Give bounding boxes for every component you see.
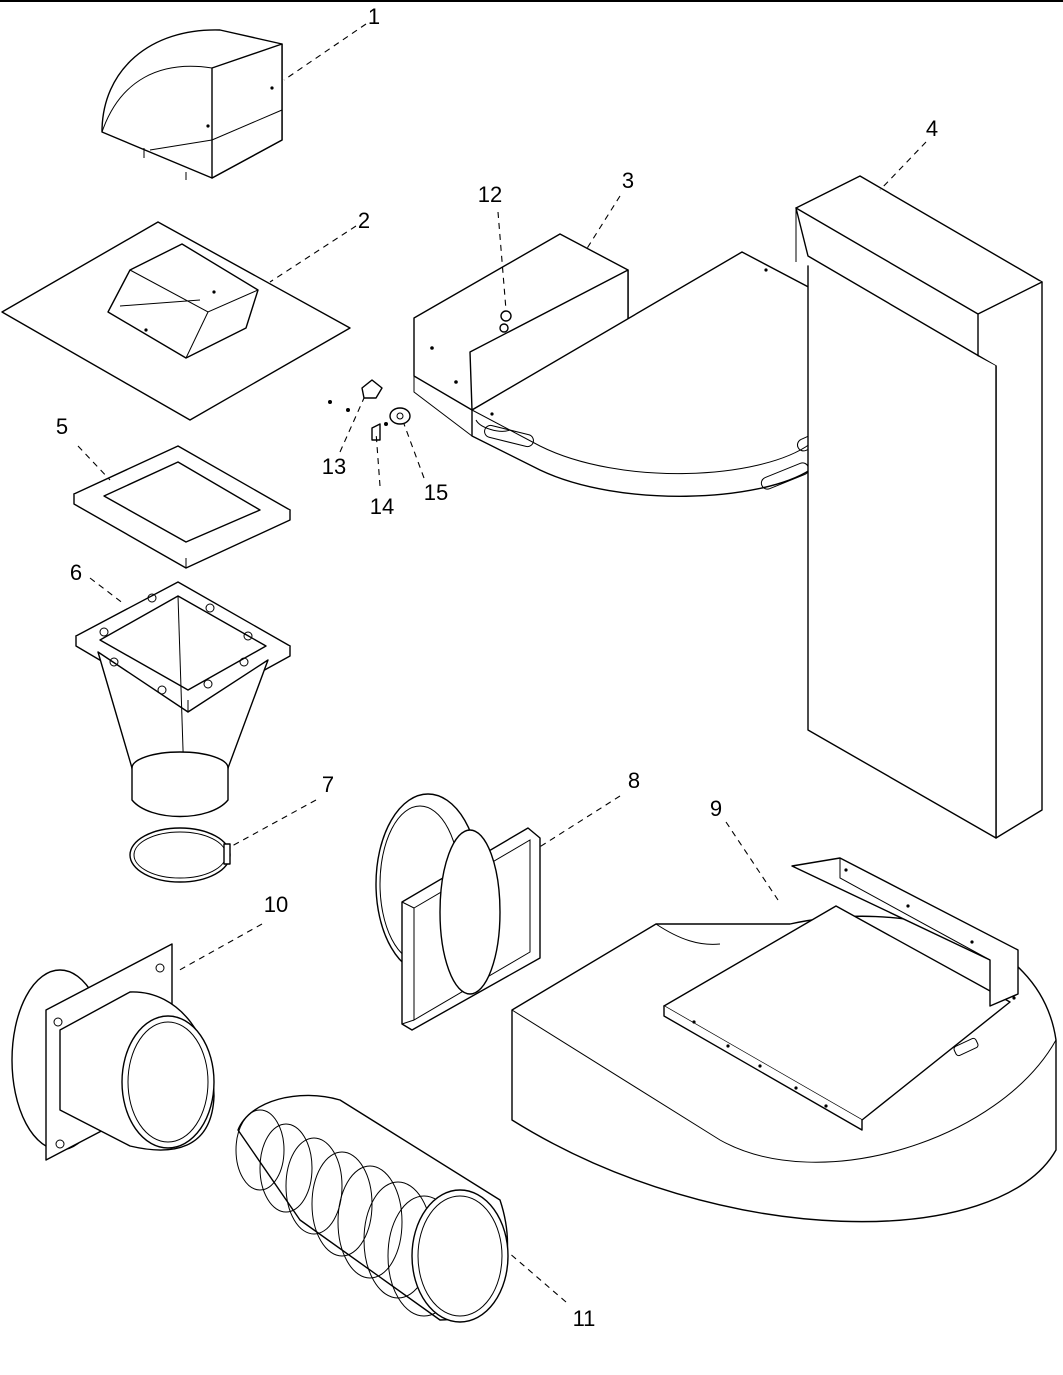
callout-13: 13 <box>322 454 346 479</box>
callout-2: 2 <box>358 208 370 233</box>
callout-8: 8 <box>628 768 640 793</box>
callout-1: 1 <box>368 4 380 29</box>
part-9-damper-plate <box>511 857 1057 1223</box>
part-13-bracket <box>328 379 383 412</box>
callout-9: 9 <box>710 796 722 821</box>
part-14-pin <box>371 422 388 441</box>
part-11-flex-duct <box>235 1094 509 1323</box>
callout-5: 5 <box>56 414 68 439</box>
callout-10: 10 <box>264 892 288 917</box>
part-15-knob <box>389 407 411 425</box>
callout-6: 6 <box>70 560 82 585</box>
part-5-gasket-frame <box>73 445 291 569</box>
callouts: 1 2 3 4 5 6 7 8 9 10 11 12 13 14 15 <box>56 4 938 1331</box>
callout-12: 12 <box>478 182 502 207</box>
callout-11: 11 <box>573 1306 596 1331</box>
part-2-roof-flashing <box>1 221 351 421</box>
part-1-wall-cap <box>101 29 283 180</box>
part-8-damper-frame <box>375 793 541 1031</box>
part-12-screw <box>499 310 512 333</box>
part-6-transition <box>75 581 291 818</box>
part-10-flange-adapter <box>11 943 215 1161</box>
callout-14: 14 <box>370 494 394 519</box>
part-7-clamp <box>129 827 231 883</box>
leader-lines <box>77 23 927 1303</box>
callout-15: 15 <box>424 480 448 505</box>
callout-7: 7 <box>322 772 334 797</box>
callout-3: 3 <box>622 168 634 193</box>
part-4-vertical-duct <box>795 175 1043 839</box>
callout-4: 4 <box>926 116 938 141</box>
